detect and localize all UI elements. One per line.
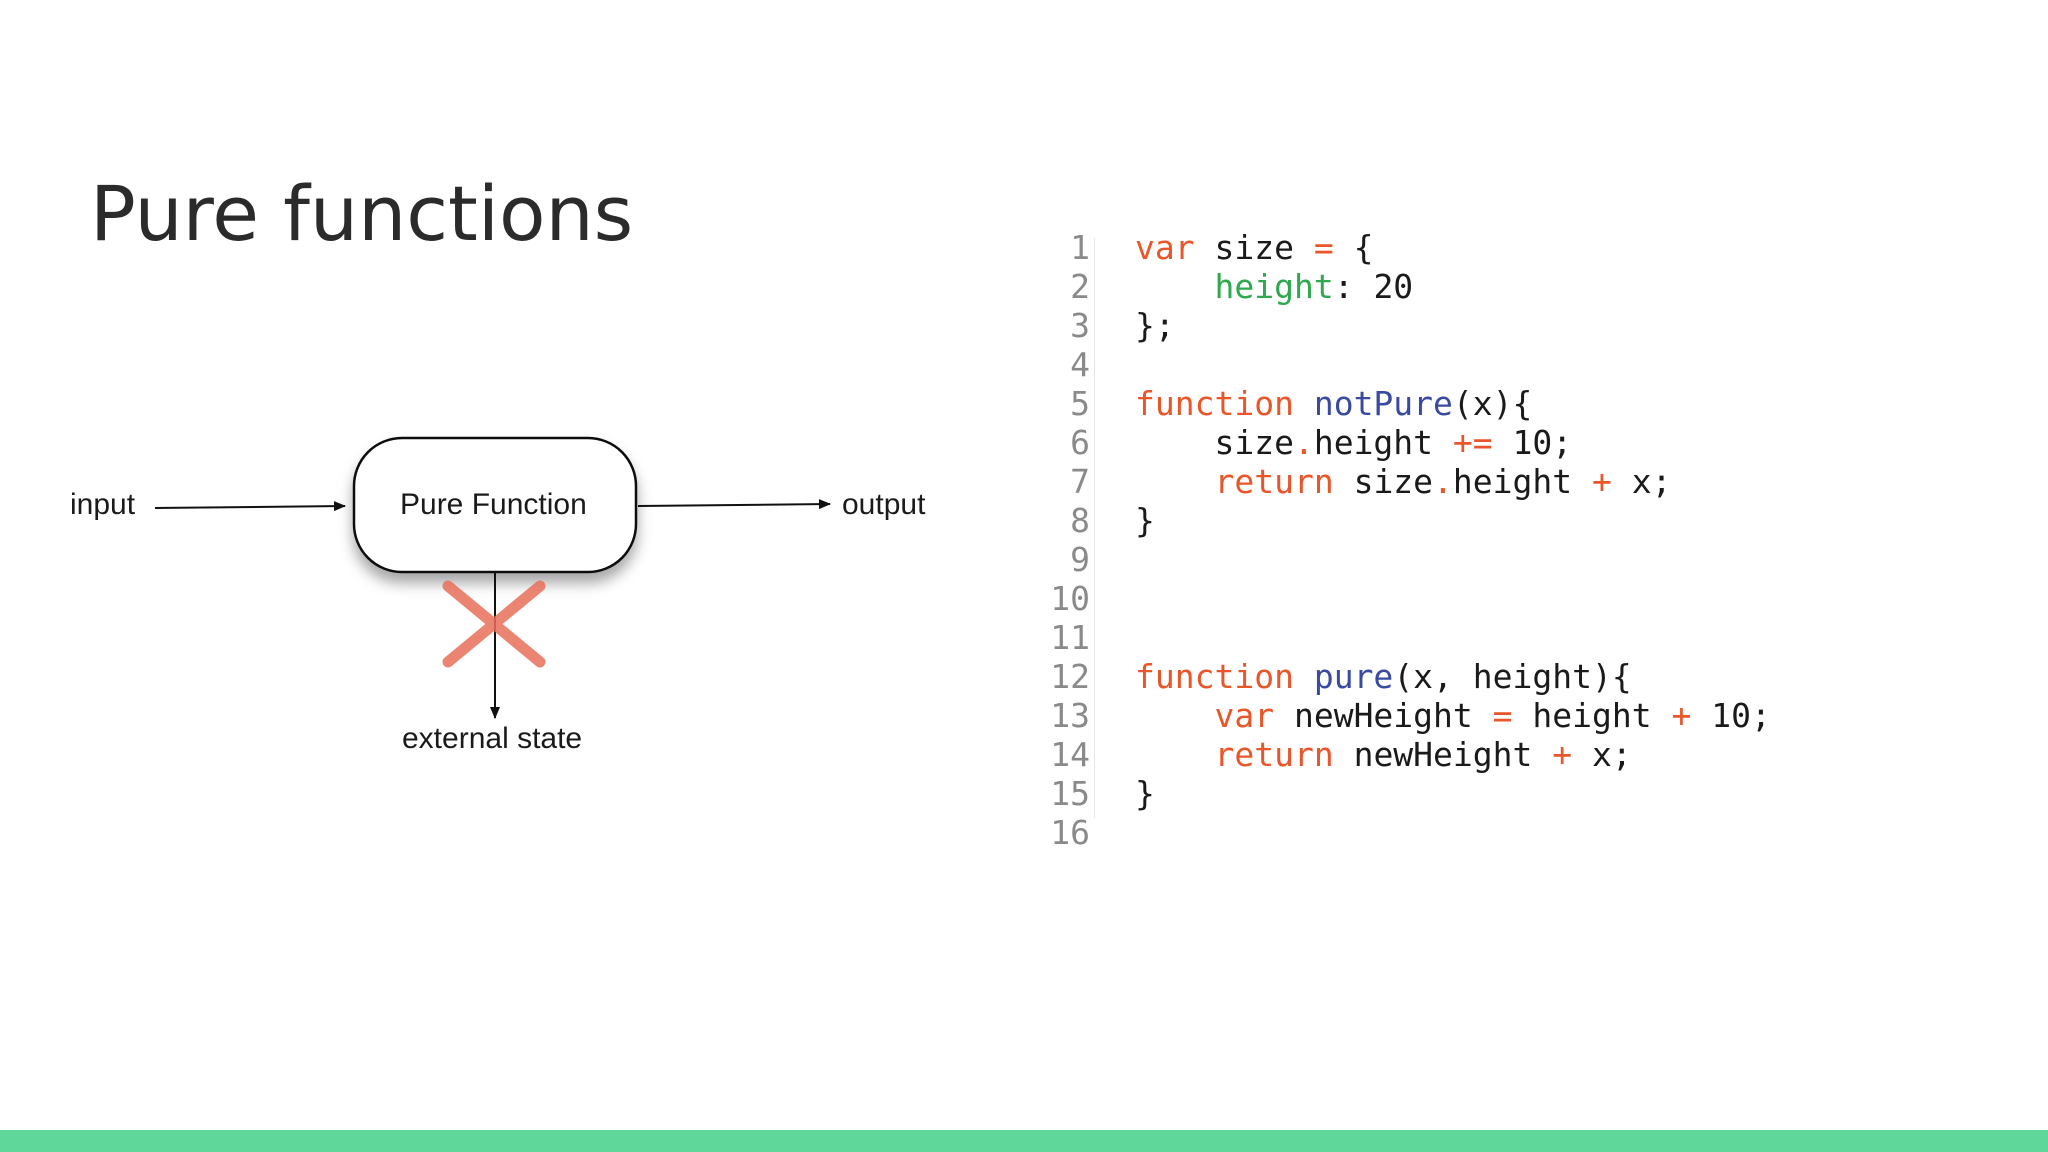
line-number: 15 <box>1050 774 1090 813</box>
cross-mark-icon <box>442 580 546 668</box>
code-line: 16 <box>1040 813 1940 852</box>
code-token: { <box>1333 228 1374 267</box>
code-line: 12 function pure(x, height){ <box>1040 657 1940 696</box>
code-token: x; <box>1572 735 1632 774</box>
output-label: output <box>842 488 926 521</box>
code-line: 6 size.height += 10; <box>1040 423 1940 462</box>
line-number: 14 <box>1050 735 1090 774</box>
code-token: } <box>1135 774 1155 813</box>
code-text: return size.height + x; <box>1135 462 1671 501</box>
code-token: 10; <box>1492 423 1573 462</box>
code-token: + <box>1552 735 1573 774</box>
code-line: 15} <box>1040 774 1940 813</box>
code-token: height <box>1214 267 1334 306</box>
code-text: function notPure(x){ <box>1135 384 1532 423</box>
code-text: size.height += 10; <box>1135 423 1572 462</box>
code-line: 2 height: 20 <box>1040 267 1940 306</box>
code-text: var newHeight = height + 10; <box>1135 696 1771 735</box>
line-number: 10 <box>1050 579 1090 618</box>
code-token: = <box>1313 228 1334 267</box>
code-token: . <box>1293 423 1314 462</box>
external-state-label: external state <box>402 722 583 755</box>
code-line: 7 return size.height + x; <box>1040 462 1940 501</box>
code-token: = <box>1492 696 1513 735</box>
code-text: } <box>1135 501 1155 540</box>
code-token: newHeight <box>1274 696 1493 735</box>
code-token: height <box>1452 462 1592 501</box>
code-line: 11 <box>1040 618 1940 657</box>
code-token: var <box>1135 228 1195 267</box>
pure-function-diagram: input Pure Function output external stat… <box>40 400 960 780</box>
code-token <box>1294 384 1314 423</box>
footer-accent-bar <box>0 1130 2048 1152</box>
line-number: 2 <box>1070 267 1090 306</box>
code-token: function <box>1135 657 1294 696</box>
code-token: size <box>1194 228 1314 267</box>
code-token: (x){ <box>1452 384 1533 423</box>
code-line: 9 <box>1040 540 1940 579</box>
line-number: 5 <box>1070 384 1090 423</box>
code-token <box>1135 462 1214 501</box>
line-number: 9 <box>1070 540 1090 579</box>
code-line: 5 function notPure(x){ <box>1040 384 1940 423</box>
code-token: } <box>1135 501 1155 540</box>
code-token: newHeight <box>1333 735 1553 774</box>
input-arrow <box>154 501 346 512</box>
line-number: 12 <box>1050 657 1090 696</box>
code-line: 14 return newHeight + x; <box>1040 735 1940 774</box>
code-line: 1 var size = { <box>1040 228 1940 267</box>
line-number: 1 <box>1070 228 1090 267</box>
line-number: 8 <box>1070 501 1090 540</box>
code-token: + <box>1592 462 1612 501</box>
line-number: 13 <box>1050 696 1090 735</box>
code-line: 10 <box>1040 579 1940 618</box>
code-token: var <box>1214 696 1275 735</box>
code-token: x; <box>1611 462 1672 501</box>
line-number: 4 <box>1070 345 1090 384</box>
code-line: 13 var newHeight = height + 10; <box>1040 696 1940 735</box>
code-token <box>1135 696 1214 735</box>
line-number: 11 <box>1050 618 1090 657</box>
code-text: return newHeight + x; <box>1135 735 1632 774</box>
code-token: . <box>1433 462 1453 501</box>
diagram-graphic <box>154 436 831 719</box>
output-arrow <box>637 499 831 510</box>
code-token: height <box>1313 423 1453 462</box>
line-number: 6 <box>1070 423 1090 462</box>
line-number: 16 <box>1050 813 1090 852</box>
code-token: function <box>1135 384 1294 423</box>
code-token: pure <box>1313 657 1394 696</box>
code-token: notPure <box>1313 384 1453 423</box>
code-token <box>1294 657 1314 696</box>
code-token: (x, height){ <box>1393 657 1632 696</box>
code-line: 4 <box>1040 345 1940 384</box>
code-token: return <box>1214 735 1334 774</box>
code-token <box>1135 267 1214 306</box>
code-token: 10; <box>1691 696 1771 735</box>
code-text: } <box>1135 774 1155 813</box>
code-token: return <box>1214 462 1334 501</box>
line-number: 7 <box>1070 462 1090 501</box>
code-token: += <box>1452 423 1493 462</box>
code-gutter-divider <box>1094 238 1095 818</box>
code-token: }; <box>1135 306 1175 345</box>
code-line: 8} <box>1040 501 1940 540</box>
input-label: input <box>70 488 136 521</box>
code-text: function pure(x, height){ <box>1135 657 1632 696</box>
code-token: : 20 <box>1333 267 1414 306</box>
code-text: height: 20 <box>1135 267 1413 306</box>
pure-function-label: Pure Function <box>400 488 587 521</box>
code-line: 3}; <box>1040 306 1940 345</box>
code-text: var size = { <box>1135 228 1373 267</box>
code-token <box>1135 735 1214 774</box>
line-number: 3 <box>1070 306 1090 345</box>
code-token: size <box>1135 423 1294 462</box>
code-text: }; <box>1135 306 1175 345</box>
code-token: size <box>1333 462 1434 501</box>
slide-title: Pure functions <box>90 168 634 258</box>
code-token: + <box>1671 696 1692 735</box>
code-token: height <box>1512 696 1672 735</box>
